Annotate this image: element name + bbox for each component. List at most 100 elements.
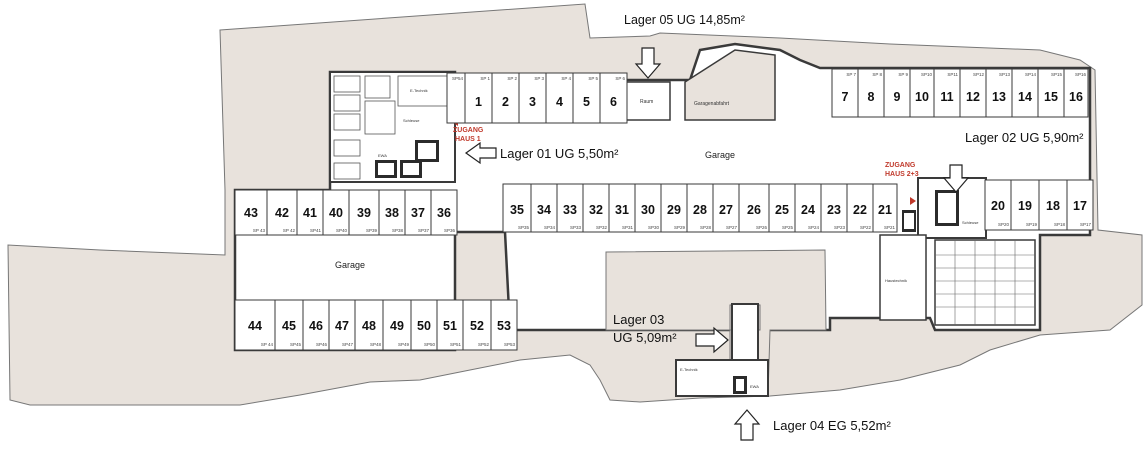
parking-space-tag: SP34: [544, 225, 556, 230]
parking-space: [686, 183, 714, 233]
parking-space-number: 2: [502, 95, 509, 109]
parking-space: [794, 183, 822, 233]
parking-space: [959, 68, 987, 118]
parking-space-number: 44: [248, 319, 262, 333]
parking-space-number: 8: [868, 90, 875, 104]
parking-space: [302, 299, 330, 351]
parking-space-number: 16: [1069, 90, 1083, 104]
parking-space-number: 11: [940, 90, 953, 104]
parking-space-tag: SP30: [648, 225, 660, 230]
parking-space-tag: SP25: [782, 225, 794, 230]
parking-space: [348, 189, 380, 236]
parking-space-number: 12: [966, 90, 980, 104]
parking-space: [274, 299, 304, 351]
zugang-haus23-arrow-icon: [910, 197, 916, 205]
parking-space-tag: SP20: [998, 222, 1010, 227]
parking-space-tag: SP22: [860, 225, 872, 230]
storage-grid: [934, 239, 1036, 326]
parking-space-tag: SP35: [518, 225, 530, 230]
parking-space: [599, 72, 628, 124]
parking-space: [490, 299, 518, 351]
parking-space-number: 24: [801, 203, 815, 217]
parking-space: [883, 68, 911, 118]
parking-space-number: 5: [583, 95, 590, 109]
parking-space: [1038, 179, 1068, 231]
parking-space-number: 9: [894, 90, 901, 104]
parking-space-tag: SP14: [1025, 72, 1037, 77]
lager03-label-line2: UG 5,09m²: [613, 330, 677, 345]
parking-space-tag: SP13: [999, 72, 1011, 77]
parking-space: [518, 72, 547, 124]
parking-space-tag: SP53: [504, 342, 516, 347]
parking-space-tag: SP 1: [480, 76, 490, 81]
parking-space: [382, 299, 412, 351]
parking-space: [572, 72, 601, 124]
parking-space-tag: SP 3: [534, 76, 544, 81]
parking-space-tag: SP 8: [872, 72, 882, 77]
lager02-label: Lager 02 UG 5,90m²: [965, 130, 1084, 145]
parking-space: [530, 183, 558, 233]
parking-space-number: 50: [417, 319, 431, 333]
lager05-label: Lager 05 UG 14,85m²: [624, 13, 745, 27]
parking-space-tag: SP21: [884, 225, 896, 230]
parking-space: [322, 189, 350, 236]
raum-room: [625, 81, 671, 121]
zugang-haus1-line2: HAUS 1: [455, 136, 481, 143]
parking-space-tag: SP12: [973, 72, 985, 77]
parking-space-number: 22: [853, 203, 867, 217]
parking-space-number: 29: [667, 203, 681, 217]
parking-space-number: 28: [693, 203, 707, 217]
garagenabfahrt-label: Garagenabfahrt: [694, 101, 730, 107]
parking-space-tag: SP 44: [261, 342, 274, 347]
parking-space-tag: SP 7: [846, 72, 856, 77]
parking-space: [266, 189, 298, 236]
parking-space-number: 31: [615, 203, 629, 217]
parking-space: [1063, 68, 1089, 118]
parking-space: [491, 72, 520, 124]
parking-space: [436, 299, 464, 351]
parking-space-number: 15: [1044, 90, 1058, 104]
parking-space-number: 19: [1018, 199, 1032, 213]
lager03-shaft: [731, 303, 759, 363]
zugang-haus23-line1: ZUGANG: [885, 162, 916, 169]
parking-space: [430, 189, 458, 236]
parking-space: [1066, 179, 1094, 231]
e-technik-label: E-Technik: [410, 88, 428, 93]
parking-space: [712, 183, 740, 233]
parking-space-tag: SP 4: [561, 76, 571, 81]
parking-space-number: 47: [335, 319, 349, 333]
parking-space-tag: SP54: [452, 76, 464, 81]
parking-space-tag: SP15: [1051, 72, 1063, 77]
parking-space: [984, 179, 1012, 231]
parking-space-tag: SP16: [1075, 72, 1087, 77]
parking-space-number: 33: [563, 203, 577, 217]
parking-space-tag: SP19: [1026, 222, 1038, 227]
parking-space-tag: SP41: [310, 228, 322, 233]
parking-space: [464, 72, 493, 124]
parking-space-number: 10: [915, 90, 929, 104]
haustechnik-label: Haustechnik: [885, 278, 907, 283]
parking-space-number: 6: [610, 95, 617, 109]
parking-space-number: 43: [244, 206, 258, 220]
parking-row-middle: 35SP3534SP3433SP3332SP3231SP3130SP3029SP…: [502, 183, 898, 233]
lager04-label: Lager 04 EG 5,52m²: [773, 418, 891, 433]
parking-space-number: 45: [282, 319, 296, 333]
parking-space-number: 48: [362, 319, 376, 333]
parking-space-number: 36: [437, 206, 451, 220]
parking-space: [768, 183, 796, 233]
lower-room: [675, 359, 769, 397]
lager03-label-line1: Lager 03: [613, 312, 664, 327]
schleuse-label: Schleuse: [403, 118, 420, 123]
parking-space-tag: SP45: [290, 342, 302, 347]
garage-center-label: Garage: [705, 150, 735, 160]
parking-space-number: 53: [497, 319, 511, 333]
parking-space-tag: SP 43: [253, 228, 266, 233]
parking-space-tag: SP49: [398, 342, 410, 347]
ewa-label: EWA: [378, 153, 387, 158]
parking-space-number: 14: [1018, 90, 1032, 104]
parking-space-number: 32: [589, 203, 603, 217]
parking-space-tag: SP17: [1080, 222, 1092, 227]
